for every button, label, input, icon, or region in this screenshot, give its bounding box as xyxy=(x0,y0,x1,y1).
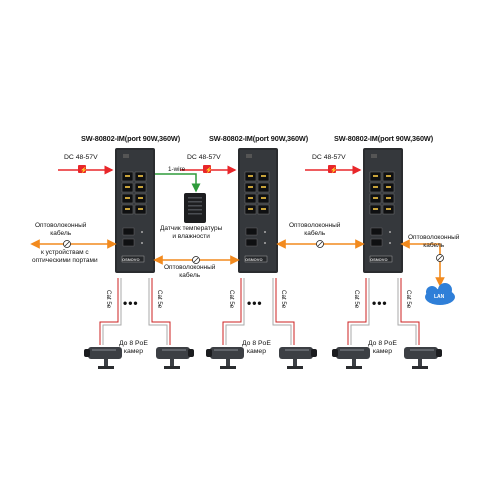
switch-3-title: SW-80802-IM(port 90W,360W) xyxy=(334,134,434,143)
camera-3a xyxy=(332,347,370,369)
brand-label-2: OSNOVO xyxy=(245,257,263,262)
lan-cloud-icon xyxy=(425,283,455,305)
lan-label: LAN xyxy=(434,294,445,300)
switch-2 xyxy=(237,147,279,274)
one-wire-label: 1-wire xyxy=(168,166,186,173)
switch-3 xyxy=(362,147,404,274)
fiber-label-mid2: Оптоволоконный кабель xyxy=(289,222,341,237)
cameras-label-2: До 8 PoE камер xyxy=(242,340,271,355)
cat5e-label-1b: Cat 5e xyxy=(156,290,163,309)
switch-1 xyxy=(114,147,156,274)
dots-1: ••• xyxy=(123,296,139,310)
camera-2a xyxy=(206,347,244,369)
camera-1a xyxy=(84,347,122,369)
camera-3b xyxy=(404,347,442,369)
cat5e-label-2b: Cat 5e xyxy=(280,290,287,309)
fiber-label-mid1: Оптоволоконный кабель xyxy=(164,264,216,279)
cat5e-label-3a: Cat 5e xyxy=(353,290,360,309)
dots-3: ••• xyxy=(372,296,388,310)
power-label-2: DC 48-57V xyxy=(187,154,221,161)
cat5e-label-2a: Cat 5e xyxy=(228,290,235,309)
dots-2: ••• xyxy=(247,296,263,310)
switch-2-title: SW-80802-IM(port 90W,360W) xyxy=(209,134,309,143)
power-label-1: DC 48-57V xyxy=(64,154,98,161)
sensor-label: Датчик температуры и влажности xyxy=(160,225,223,240)
svg-text:⚡: ⚡ xyxy=(205,166,212,174)
cat5e-label-3b: Cat 5e xyxy=(405,290,412,309)
fiber-label-right: Оптоволоконный кабель xyxy=(408,234,460,249)
switch-1-title: SW-80802-IM(port 90W,360W) xyxy=(81,134,181,143)
brand-label-1: OSNOVO xyxy=(122,257,140,262)
cameras-label-3: До 8 PoE камер xyxy=(368,340,397,355)
camera-2b xyxy=(279,347,317,369)
sensor-device xyxy=(184,193,206,223)
cameras-label-1: До 8 PoE камер xyxy=(119,340,148,355)
svg-text:⚡: ⚡ xyxy=(80,166,87,174)
power-label-3: DC 48-57V xyxy=(312,154,346,161)
brand-label-3: OSNOVO xyxy=(370,257,388,262)
camera-1b xyxy=(156,347,194,369)
fiber-label-left: Оптоволоконный кабель xyxy=(35,222,87,237)
to-devices-label: к устройствам с оптическими портами xyxy=(32,249,98,264)
cat5e-label-1a: Cat 5e xyxy=(105,290,112,309)
svg-text:⚡: ⚡ xyxy=(330,166,337,174)
